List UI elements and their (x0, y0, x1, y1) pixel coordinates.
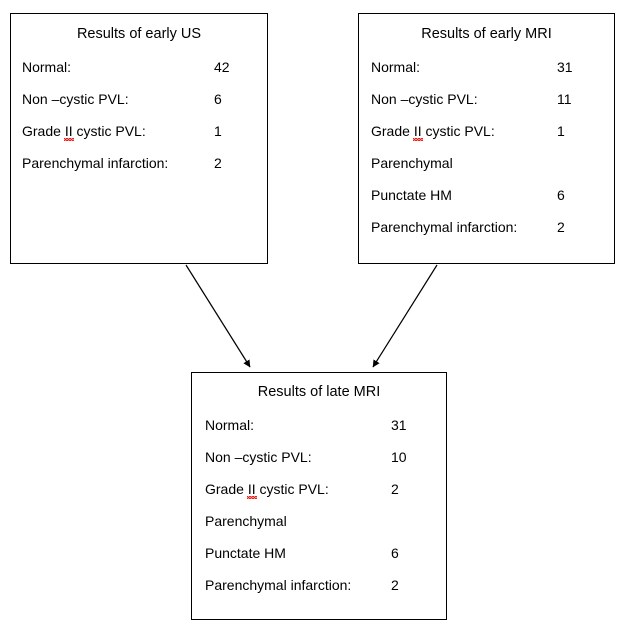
row-label-post: cystic PVL: (421, 122, 495, 139)
row-label: Non –cystic PVL: (22, 90, 129, 107)
connector-early-mri-to-late-mri (372, 264, 438, 368)
row-non-cystic-pvl: Non –cystic PVL: 10 (192, 449, 446, 481)
row-label: Grade II cystic PVL: (205, 481, 329, 497)
row-label: Punctate HM (205, 544, 286, 561)
row-parenchymal: Parenchymal (359, 155, 614, 187)
row-label-pre: Grade (22, 122, 65, 139)
row-grade-ii-cystic-pvl: Grade II cystic PVL: 1 (11, 123, 267, 155)
box-title-early-mri: Results of early MRI (421, 26, 552, 42)
row-list-late-mri: Normal: 31 Non –cystic PVL: 10 Grade II … (192, 417, 446, 609)
row-value: 2 (214, 154, 222, 171)
row-normal: Normal: 31 (192, 417, 446, 449)
row-value: 2 (391, 480, 399, 497)
row-label-pre: Grade (205, 480, 248, 497)
row-value: 1 (214, 122, 222, 139)
row-grade-ii-cystic-pvl: Grade II cystic PVL: 1 (359, 123, 614, 155)
row-value: 6 (391, 544, 399, 561)
row-parenchymal-infarction: Parenchymal infarction: 2 (11, 155, 267, 187)
row-label: Non –cystic PVL: (205, 448, 312, 465)
spellcheck-underline-icon: II (64, 122, 73, 139)
box-title-late-mri: Results of late MRI (257, 384, 381, 400)
row-label: Parenchymal (371, 154, 453, 171)
spellcheck-underline-icon: II (413, 122, 422, 139)
box-title-early-us: Results of early US (76, 26, 202, 42)
row-label: Normal: (205, 416, 255, 433)
row-parenchymal-infarction: Parenchymal infarction: 2 (359, 219, 614, 251)
row-label: Normal: (22, 58, 72, 75)
row-label: Parenchymal infarction: (205, 576, 352, 593)
row-label: Grade II cystic PVL: (22, 123, 146, 139)
row-value: 42 (214, 58, 230, 75)
node-box-early-mri: Results of early MRI Normal: 31 Non –cys… (358, 13, 615, 264)
row-parenchymal: Parenchymal (192, 513, 446, 545)
row-value: 6 (214, 90, 222, 107)
row-label: Non –cystic PVL: (371, 90, 478, 107)
row-value: 6 (557, 186, 565, 203)
row-label: Parenchymal infarction: (371, 218, 518, 235)
row-value: 11 (557, 90, 572, 107)
spellcheck-underline-icon: II (247, 480, 256, 497)
row-non-cystic-pvl: Non –cystic PVL: 6 (11, 91, 267, 123)
row-label: Parenchymal (205, 512, 287, 529)
row-list-early-us: Normal: 42 Non –cystic PVL: 6 Grade II c… (11, 59, 267, 187)
row-punctate-hm: Punctate HM 6 (359, 187, 614, 219)
row-label-post: cystic PVL: (255, 480, 329, 497)
row-value: 2 (557, 218, 565, 235)
row-normal: Normal: 42 (11, 59, 267, 91)
row-list-early-mri: Normal: 31 Non –cystic PVL: 11 Grade II … (359, 59, 614, 251)
row-value: 2 (391, 576, 399, 593)
row-label-pre: Grade (371, 122, 414, 139)
row-label-post: cystic PVL: (72, 122, 146, 139)
row-label: Parenchymal infarction: (22, 154, 169, 171)
row-normal: Normal: 31 (359, 59, 614, 91)
row-grade-ii-cystic-pvl: Grade II cystic PVL: 2 (192, 481, 446, 513)
row-label: Normal: (371, 58, 421, 75)
row-label: Punctate HM (371, 186, 452, 203)
connector-early-us-to-late-mri (185, 264, 251, 368)
node-box-late-mri: Results of late MRI Normal: 31 Non –cyst… (191, 372, 447, 620)
row-value: 31 (557, 58, 573, 75)
row-value: 31 (391, 416, 407, 433)
row-parenchymal-infarction: Parenchymal infarction: 2 (192, 577, 446, 609)
row-value: 10 (391, 448, 407, 465)
row-label: Grade II cystic PVL: (371, 123, 495, 139)
row-value: 1 (557, 122, 565, 139)
row-non-cystic-pvl: Non –cystic PVL: 11 (359, 91, 614, 123)
node-box-early-us: Results of early US Normal: 42 Non –cyst… (10, 13, 268, 264)
row-punctate-hm: Punctate HM 6 (192, 545, 446, 577)
